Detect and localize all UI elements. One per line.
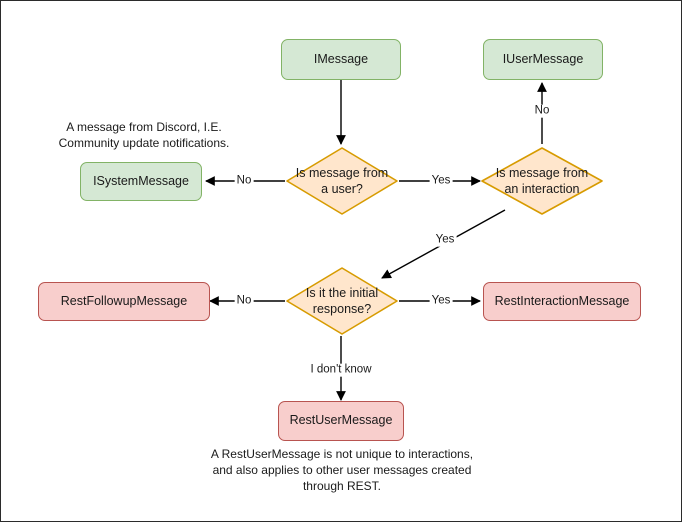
diamond-shape: [286, 147, 398, 215]
note-rest-user-message: A RestUserMessage is not unique to inter…: [210, 447, 474, 494]
decision-user-line1: Is message from: [295, 165, 389, 180]
edge-label-user-no: No: [234, 174, 254, 188]
node-iusermessage-label: IUserMessage: [502, 51, 584, 66]
node-restfollowupmessage-label: RestFollowupMessage: [60, 293, 188, 308]
edge-label-initial-yes: Yes: [429, 294, 453, 308]
diamond-shape: [286, 267, 398, 335]
decision-interaction-line1: Is message from: [495, 165, 589, 180]
note-system-message: A message from Discord, I.E. Community u…: [58, 120, 230, 151]
node-restusermessage[interactable]: RestUserMessage: [278, 401, 404, 441]
decision-user-line2: a user?: [321, 182, 363, 196]
node-isystemmessage-label: ISystemMessage: [93, 173, 189, 188]
node-decision-is-message-from-interaction[interactable]: Is message from an interaction: [480, 146, 604, 216]
decision-interaction-line2: an interaction: [504, 182, 580, 196]
node-restfollowupmessage[interactable]: RestFollowupMessage: [38, 282, 210, 321]
decision-is-message-from-user-label: Is message from a user?: [296, 165, 388, 198]
decision-is-message-from-interaction-label: Is message from an interaction: [496, 165, 588, 198]
edge-label-interaction-yes: Yes: [433, 233, 457, 247]
edge-label-initial-no: No: [234, 294, 254, 308]
node-iusermessage[interactable]: IUserMessage: [483, 39, 603, 80]
node-restusermessage-label: RestUserMessage: [289, 413, 393, 428]
decision-initial-line2: response?: [312, 302, 372, 316]
node-imessage-label: IMessage: [313, 51, 369, 66]
node-restinteractionmessage[interactable]: RestInteractionMessage: [483, 282, 641, 321]
node-decision-is-message-from-user[interactable]: Is message from a user?: [285, 146, 399, 216]
decision-is-initial-response-label: Is it the initial response?: [306, 285, 378, 318]
edge-label-initial-unknown: I don't know: [308, 363, 374, 377]
node-decision-is-initial-response[interactable]: Is it the initial response?: [285, 266, 399, 336]
decision-initial-line1: Is it the initial: [305, 285, 379, 300]
node-isystemmessage[interactable]: ISystemMessage: [80, 162, 202, 201]
edge-label-interaction-no: No: [532, 104, 552, 118]
node-restinteractionmessage-label: RestInteractionMessage: [494, 293, 630, 308]
node-imessage[interactable]: IMessage: [281, 39, 401, 80]
edge-label-user-yes: Yes: [429, 174, 453, 188]
diamond-shape: [481, 147, 603, 215]
